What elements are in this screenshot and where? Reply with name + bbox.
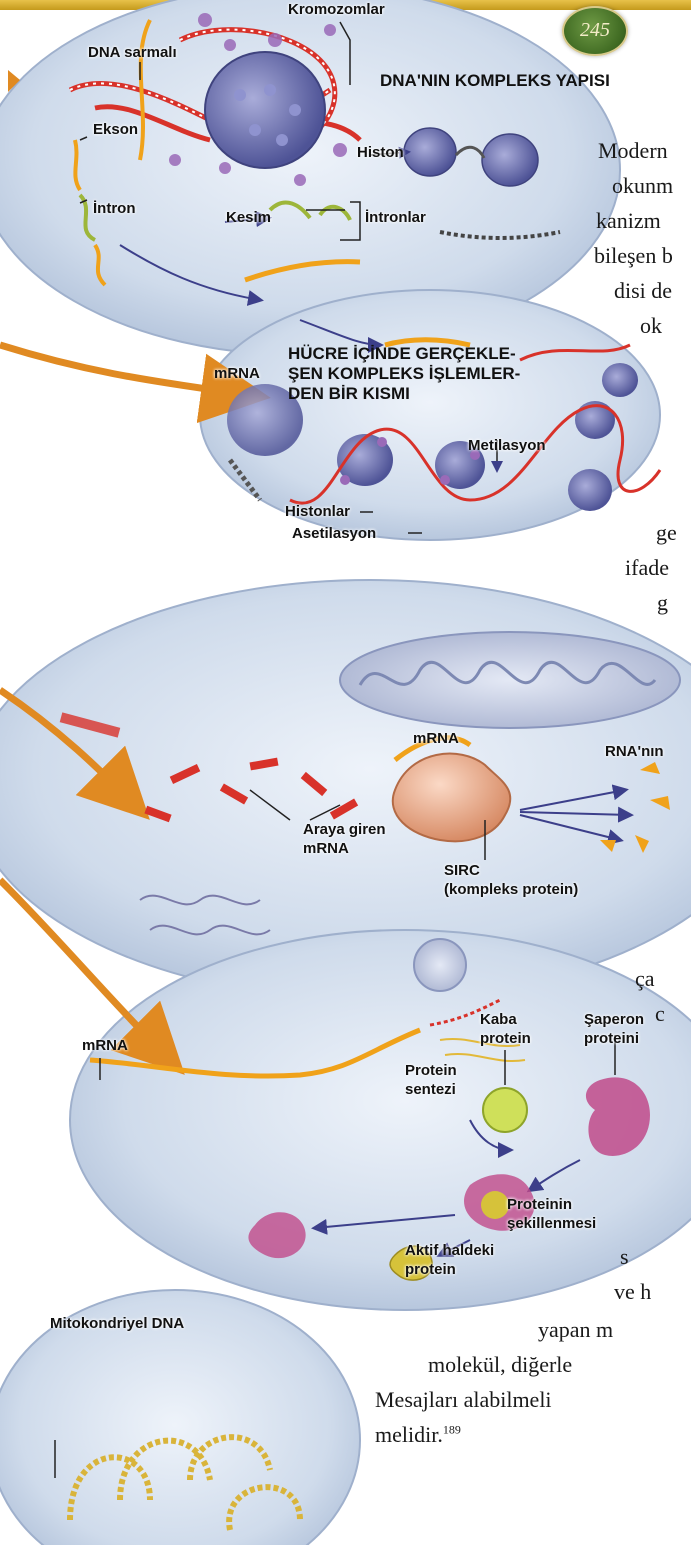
label-intronlar: İntronlar bbox=[365, 210, 426, 226]
body-line-17: melidir.189 bbox=[375, 1422, 461, 1448]
label-kaba-1: Kaba bbox=[480, 1012, 517, 1028]
subtitle-line-3: DEN BİR KISMI bbox=[288, 384, 410, 404]
label-mrna-1: mRNA bbox=[214, 366, 260, 382]
label-rna-nin: RNA'nın bbox=[605, 744, 664, 760]
body-line-7: ge bbox=[656, 520, 677, 546]
label-kesim: Kesim bbox=[226, 210, 271, 226]
histone-drum bbox=[205, 52, 325, 168]
label-saperon-2: proteini bbox=[584, 1031, 639, 1047]
body-line-2: okunm bbox=[612, 173, 673, 199]
page-number: 245 bbox=[564, 19, 626, 42]
label-sekillenme-1: Proteinin bbox=[507, 1197, 572, 1213]
body-line-12: s bbox=[620, 1244, 629, 1270]
body-line-8: ifade bbox=[625, 555, 669, 581]
label-aktif-1: Aktif haldeki bbox=[405, 1243, 494, 1259]
label-protein-sentezi-1: Protein bbox=[405, 1063, 457, 1079]
mitochondrion-top bbox=[340, 632, 680, 728]
body-line-13: ve h bbox=[614, 1279, 651, 1305]
label-aktif-2: protein bbox=[405, 1262, 456, 1278]
subtitle-line-1: HÜCRE İÇİNDE GERÇEKLE- bbox=[288, 344, 516, 364]
body-line-1: Modern bbox=[598, 138, 668, 164]
footnote-ref: 189 bbox=[443, 1423, 461, 1437]
body-line-11: c bbox=[655, 1001, 665, 1027]
label-mrna-2: mRNA bbox=[413, 731, 459, 747]
subtitle-line-2: ŞEN KOMPLEKS İŞLEMLER- bbox=[288, 364, 520, 384]
body-line-16: Mesajları alabilmeli bbox=[375, 1387, 552, 1413]
label-metilasyon: Metilasyon bbox=[468, 438, 546, 454]
body-line-10: ça bbox=[635, 966, 655, 992]
body-line-9: g bbox=[657, 590, 668, 616]
label-araya-giren-2: mRNA bbox=[303, 841, 349, 857]
label-protein-sentezi-2: sentezi bbox=[405, 1082, 456, 1098]
label-intron: İntron bbox=[93, 201, 136, 217]
label-dna-sarmali: DNA sarmalı bbox=[88, 45, 177, 61]
label-kaba-2: protein bbox=[480, 1031, 531, 1047]
body-line-15: molekül, diğerle bbox=[428, 1352, 572, 1378]
label-sekillenme-2: şekillenmesi bbox=[507, 1216, 596, 1232]
orange-arrow-1 bbox=[0, 345, 250, 395]
body-line-3: kanizm bbox=[596, 208, 661, 234]
label-histon: Histon bbox=[357, 145, 404, 161]
label-mito-dna: Mitokondriyel DNA bbox=[50, 1316, 184, 1332]
page-title: DNA'NIN KOMPLEKS YAPISI bbox=[380, 71, 610, 91]
body-line-4: bileşen b bbox=[594, 243, 673, 269]
body-line-17-text: melidir. bbox=[375, 1422, 443, 1447]
body-line-6: ok bbox=[640, 313, 662, 339]
label-mrna-3: mRNA bbox=[82, 1038, 128, 1054]
body-line-5: disi de bbox=[614, 278, 672, 304]
label-kromozomlar: Kromozomlar bbox=[288, 2, 385, 18]
page-number-badge: 245 bbox=[562, 6, 628, 56]
label-sirc-1: SIRC bbox=[444, 863, 480, 879]
label-saperon-1: Şaperon bbox=[584, 1012, 644, 1028]
label-asetilasyon: Asetilasyon bbox=[292, 526, 376, 542]
label-araya-giren-1: Araya giren bbox=[303, 822, 386, 838]
rough-protein bbox=[483, 1088, 527, 1132]
body-line-14: yapan m bbox=[538, 1317, 613, 1343]
label-histonlar: Histonlar bbox=[285, 504, 350, 520]
label-ekson: Ekson bbox=[93, 122, 138, 138]
label-sirc-2: (kompleks protein) bbox=[444, 882, 578, 898]
